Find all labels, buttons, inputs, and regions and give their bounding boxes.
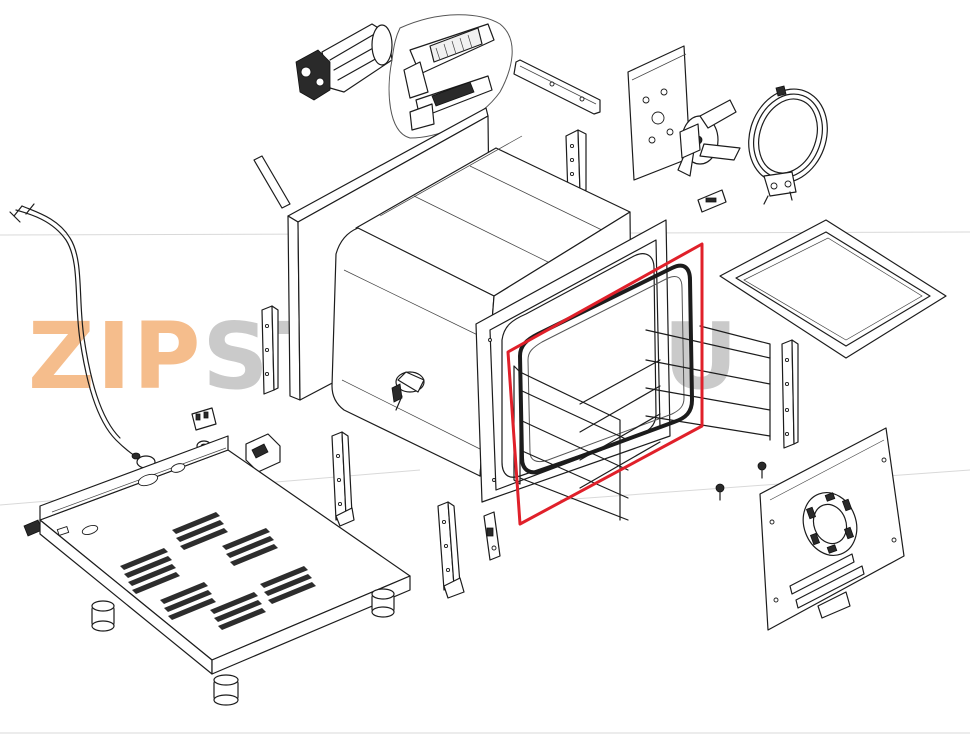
cabinet-front-frame <box>476 220 670 502</box>
vertical-bracket-top <box>566 130 586 196</box>
terminal-block <box>192 408 216 430</box>
fan-motor-plate <box>628 46 740 180</box>
contactor-relay <box>246 434 280 472</box>
baking-tray <box>720 220 946 358</box>
right-rack-guide <box>782 340 798 448</box>
left-rack-guide-upper <box>262 306 278 394</box>
side-thermostat <box>392 372 424 410</box>
power-cord <box>10 204 155 468</box>
top-strip-bracket <box>514 60 600 114</box>
small-mounting-clip <box>698 190 726 212</box>
watermark-prefix: ZIP <box>28 303 202 410</box>
foot-front-center <box>214 675 238 705</box>
foot-right <box>372 589 394 617</box>
foot-front-left <box>92 601 114 631</box>
tangential-fan-motor <box>296 24 392 100</box>
center-rack-guide <box>332 432 354 526</box>
ring-heating-element <box>736 78 840 204</box>
base-vents <box>120 512 316 630</box>
base-frame <box>40 436 410 674</box>
fan-guard-back-panel <box>760 428 904 630</box>
shelf-rack-guides <box>514 326 770 520</box>
fan-housing-detail-bubble <box>389 15 512 138</box>
small-switch <box>24 520 42 536</box>
left-rack-guide-lower <box>438 502 464 598</box>
base-feet <box>92 589 394 705</box>
door-hinge <box>484 512 500 560</box>
mounting-screws <box>716 462 766 500</box>
highlight-frame <box>506 242 704 526</box>
